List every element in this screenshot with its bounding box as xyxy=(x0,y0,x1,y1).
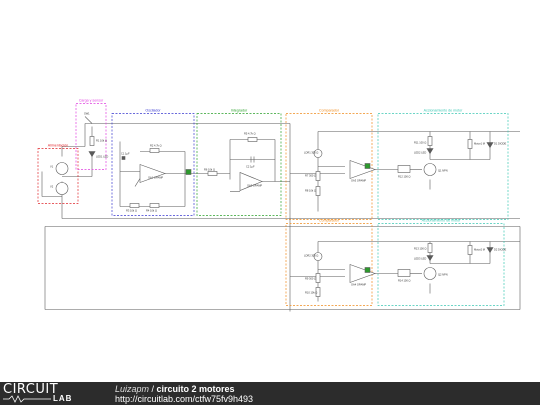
oscilador-label: Oscilador xyxy=(145,109,161,113)
label-q1: Q1 NPN xyxy=(438,169,448,173)
circuitlab-logo[interactable]: CIRCUIT LAB xyxy=(3,383,95,404)
label-q2: Q2 NPN xyxy=(438,273,448,277)
label-r-m1: R11 100 Ω xyxy=(414,141,426,145)
label-r-osc1: R2 4.7k Ω xyxy=(150,144,162,148)
r-cmp2b-symbol xyxy=(315,287,321,297)
oscilador-block xyxy=(111,113,195,216)
label-r-b1: R12 100 Ω xyxy=(398,175,411,179)
led-m2-symbol xyxy=(426,255,434,262)
label-r-osc2: R3 10k Ω xyxy=(126,209,137,213)
label-c-int: C2 1µF xyxy=(246,165,255,169)
wire xyxy=(134,178,141,187)
label-r-m2: R13 100 Ω xyxy=(414,247,427,251)
logo-wave-icon xyxy=(3,395,51,403)
logo-text-circuit: CIRCUIT xyxy=(3,382,59,397)
label-r-cmp2b: R10 10k Ω xyxy=(305,291,317,295)
r-int-in-symbol xyxy=(207,171,218,176)
accionamiento1-label: Accionamiento de motor xyxy=(424,109,464,113)
fuente-block xyxy=(37,148,79,204)
probe-cmp2 xyxy=(364,267,371,273)
oa3-symbol xyxy=(349,160,376,179)
r-cmp1b-symbol xyxy=(315,186,321,196)
c-osc-symbol xyxy=(121,156,126,160)
label-ldr2: LDR2 300 Ω xyxy=(304,254,318,258)
q1-symbol xyxy=(423,163,437,176)
accionamiento1-block xyxy=(377,113,509,220)
label-ldr1: LDR1 300 Ω xyxy=(304,151,318,155)
d2-symbol xyxy=(486,247,494,254)
carga-label: Carga y sensor xyxy=(79,99,104,103)
r-cmp2-symbol xyxy=(315,273,321,283)
accionamiento2-block xyxy=(377,223,505,306)
logo-text-lab: LAB xyxy=(53,394,73,403)
footer-bar: CIRCUIT LAB Luizapm / circuito 2 motores… xyxy=(0,382,540,405)
r-int-fb-symbol xyxy=(247,137,258,142)
label-r-cmp1b: R8 10k Ω xyxy=(305,189,316,193)
r-m2-symbol xyxy=(427,243,433,253)
v1-source xyxy=(55,162,69,175)
label-r-b2: R14 100 Ω xyxy=(398,279,411,283)
author-link[interactable]: Luizapm xyxy=(115,384,150,394)
label-r-cmp2: R9 300 Ω xyxy=(305,277,316,281)
q2-symbol xyxy=(423,267,437,280)
r-osc2-symbol xyxy=(129,203,140,208)
oa1-symbol xyxy=(139,164,166,183)
label-led-m1: LED2 LED xyxy=(414,151,426,155)
motor1-symbol xyxy=(467,139,473,149)
schematic-url[interactable]: http://circuitlab.com/ctfw75fv9h493 xyxy=(115,394,254,404)
probe-cmp1 xyxy=(364,163,371,169)
v2-source xyxy=(55,182,69,195)
label-r-carga: R1 10k Ω xyxy=(96,139,107,143)
label-oa4: OA4 OPAMP xyxy=(351,283,366,287)
title-separator: / xyxy=(149,384,157,394)
label-oa2: OA2 OPAMP xyxy=(247,184,262,188)
r-osc1-symbol xyxy=(149,148,160,153)
r-b1-symbol xyxy=(397,165,411,173)
r-b2-symbol xyxy=(397,269,411,277)
label-v2: V2 xyxy=(50,185,54,189)
r-osc3-symbol xyxy=(149,203,160,208)
r-m1-symbol xyxy=(427,136,433,146)
label-d1: D1 DIODE xyxy=(494,142,507,146)
label-r-int-fb: R5 4.7k Ω xyxy=(244,132,256,136)
label-sw: SW1 xyxy=(84,112,90,116)
label-led-m2: LED3 LED xyxy=(414,257,426,261)
fuente-label: Alimentación xyxy=(48,144,69,148)
label-d2: D2 DIODE xyxy=(494,248,507,252)
label-motor1: Motor1 M xyxy=(474,142,485,146)
comparador2-block xyxy=(285,223,373,306)
oa2-symbol xyxy=(239,172,263,191)
r-carga-symbol xyxy=(89,136,95,146)
integrador-block xyxy=(196,113,282,216)
footer-title-line: Luizapm / circuito 2 motores xyxy=(115,384,235,394)
comparador1-label: Comparador xyxy=(319,109,340,113)
label-motor2: Motor2 M xyxy=(474,248,485,252)
comparador1-block xyxy=(285,113,373,220)
label-r-cmp1: R7 300 Ω xyxy=(305,174,316,178)
led-m1-symbol xyxy=(426,148,434,155)
label-oa3: OA3 OPAMP xyxy=(351,179,366,183)
label-r-int-in: R6 10k Ω xyxy=(204,168,215,172)
ldr2-symbol xyxy=(313,252,323,261)
label-oa1: OA1 OPAMP xyxy=(148,176,163,180)
comparador2-label: Comparador xyxy=(319,219,340,223)
oa4-symbol xyxy=(349,264,376,283)
ldr1-symbol xyxy=(313,149,323,158)
schematic-title: circuito 2 motores xyxy=(156,384,235,394)
switch-symbol xyxy=(84,116,93,124)
label-r-osc3: R4 10k Ω xyxy=(146,209,157,213)
label-led-carga: LED1 LED xyxy=(96,155,108,159)
integrador-label: Integrador xyxy=(231,109,248,113)
label-c-osc: C1 1µF xyxy=(121,152,130,156)
carga-block xyxy=(75,103,107,170)
motor2-symbol xyxy=(467,245,473,255)
accionamiento2-label: Accionamiento de motor xyxy=(422,219,462,223)
probe-osc xyxy=(185,169,192,175)
led-carga-symbol xyxy=(88,151,96,158)
label-v1: V1 xyxy=(50,165,54,169)
r-cmp1-symbol xyxy=(315,171,321,181)
d1-symbol xyxy=(486,142,494,149)
